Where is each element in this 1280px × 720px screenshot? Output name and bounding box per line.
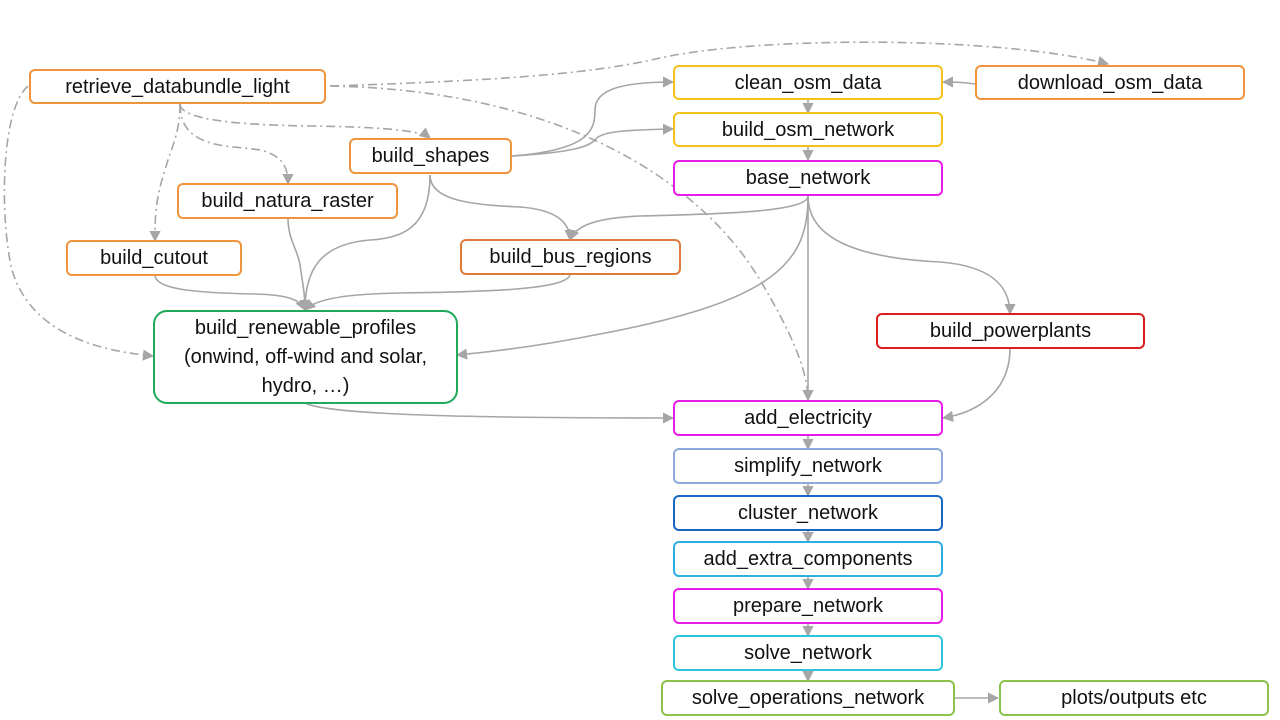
- edge-base-network-to-bus-regions: [568, 195, 809, 242]
- node-label: build_osm_network: [721, 118, 895, 141]
- edge-bus-regions-to-renewable-profiles: [304, 273, 571, 311]
- edge-renewable-profiles-to-add-electricity: [304, 402, 675, 424]
- node-cluster-network[interactable]: cluster_network: [673, 495, 943, 531]
- node-label: build_cutout: [100, 247, 208, 269]
- node-label: retrieve_databundle_light: [65, 75, 290, 98]
- node-build-cutout[interactable]: build_cutout: [66, 240, 242, 276]
- node-base-network[interactable]: base_network: [673, 160, 943, 196]
- node-build-bus-regions[interactable]: build_bus_regions: [460, 239, 681, 275]
- edge-retrieve-to-build-shapes: [179, 103, 431, 139]
- node-build-powerplants[interactable]: build_powerplants: [876, 313, 1145, 349]
- node-label: build_shapes: [371, 145, 490, 167]
- node-label: prepare_network: [732, 595, 884, 617]
- node-label: plots/outputs etc: [1061, 687, 1207, 709]
- node-solve-network[interactable]: solve_network: [673, 635, 943, 671]
- edge-shapes-to-build-osm-network: [511, 123, 675, 157]
- edge-download-to-clean-osm: [941, 76, 976, 88]
- node-label: build_powerplants: [929, 320, 1092, 342]
- edge-retrieve-to-natura-raster: [179, 103, 294, 186]
- node-clean-osm-data[interactable]: clean_osm_data: [673, 65, 943, 100]
- edge-retrieve-to-build-cutout: [149, 103, 181, 243]
- node-label: cluster_network: [737, 502, 879, 524]
- edge-retrieve-to-add-electricity: [329, 85, 814, 402]
- node-simplify-network[interactable]: simplify_network: [673, 448, 943, 484]
- node-plots-outputs[interactable]: plots/outputs etc: [999, 680, 1269, 716]
- node-label: build_bus_regions: [489, 246, 652, 268]
- edge-shapes-to-bus-regions: [429, 174, 576, 242]
- node-label: clean_osm_data: [734, 71, 882, 94]
- node-add-extra-components[interactable]: add_extra_components: [673, 541, 943, 577]
- node-build-osm-network[interactable]: build_osm_network: [673, 112, 943, 147]
- node-retrieve-databundle-light[interactable]: retrieve_databundle_light: [29, 69, 326, 104]
- node-build-natura-raster[interactable]: build_natura_raster: [177, 183, 398, 219]
- edge-shapes-to-renewable-profiles: [299, 174, 431, 312]
- node-build-shapes[interactable]: build_shapes: [349, 138, 512, 174]
- node-label: build_natura_raster: [201, 190, 374, 212]
- edge-cutout-to-renewable-profiles: [154, 274, 306, 312]
- edge-shapes-to-clean-osm: [511, 76, 675, 157]
- node-build-renewable-profiles[interactable]: build_renewable_profiles (onwind, off-wi…: [153, 310, 458, 404]
- edge-retrieve-to-download-osm: [329, 41, 1110, 87]
- node-label: solve_operations_network: [691, 687, 925, 709]
- node-label: base_network: [745, 167, 871, 189]
- node-label: simplify_network: [734, 455, 882, 477]
- edge-retrieve-to-renewable-profiles: [3, 85, 155, 361]
- edge-natura-to-renewable-profiles: [287, 217, 311, 312]
- node-label: add_electricity: [744, 407, 872, 429]
- node-label: download_osm_data: [1017, 71, 1203, 94]
- edge-base-network-to-renewable-profiles: [455, 195, 809, 360]
- edge-powerplants-to-add-electricity: [941, 347, 1011, 422]
- node-prepare-network[interactable]: prepare_network: [673, 588, 943, 624]
- edge-base-network-to-powerplants: [807, 195, 1016, 316]
- node-label: build_renewable_profiles (onwind, off-wi…: [183, 316, 428, 397]
- node-solve-operations-network[interactable]: solve_operations_network: [661, 680, 955, 716]
- node-download-osm-data[interactable]: download_osm_data: [975, 65, 1245, 100]
- node-label: solve_network: [744, 642, 872, 664]
- node-add-electricity[interactable]: add_electricity: [673, 400, 943, 436]
- node-label: add_extra_components: [703, 548, 913, 570]
